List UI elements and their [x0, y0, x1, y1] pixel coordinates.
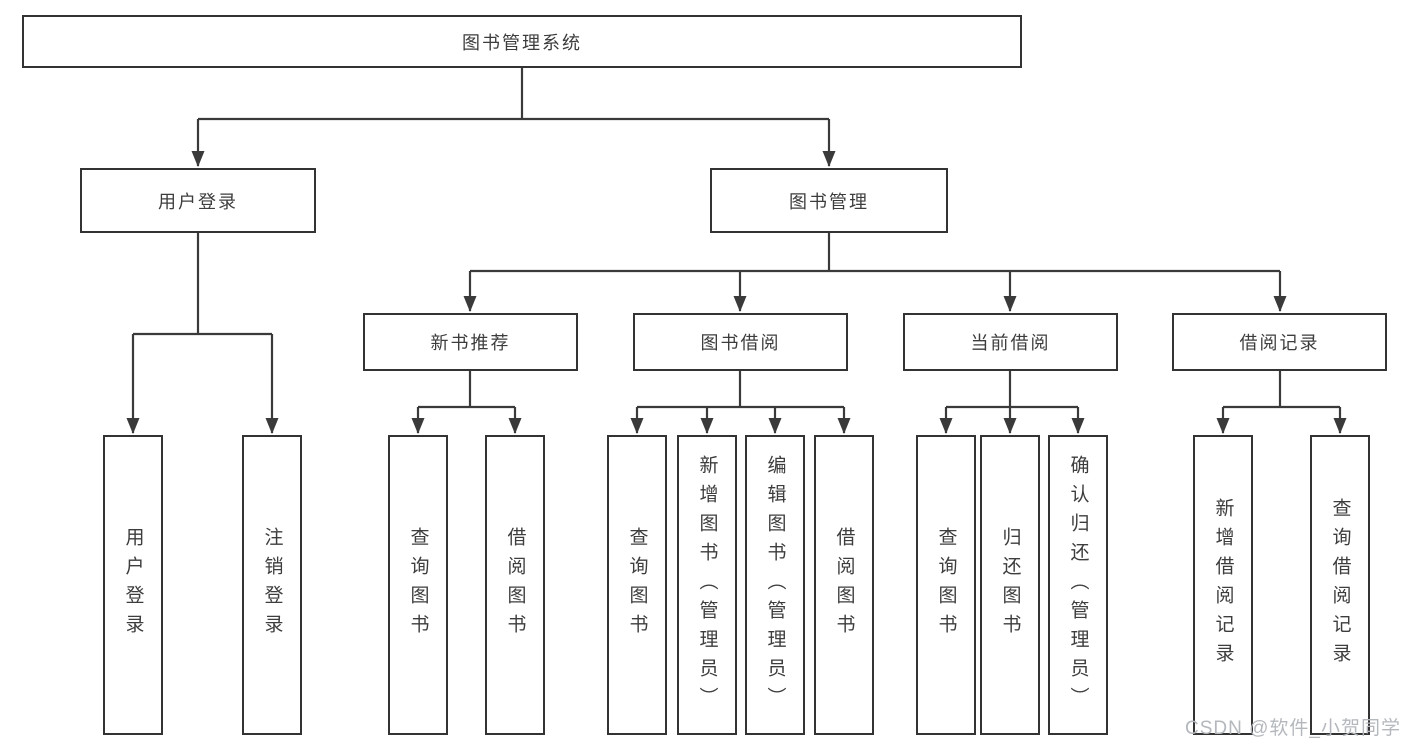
leaf-return-books: 归还图书: [980, 435, 1040, 735]
node-book-borrow-label: 图书借阅: [700, 333, 781, 353]
leaf-query-books-borrow-label: 查询图书: [626, 527, 648, 643]
leaf-borrow-books-recommend: 借阅图书: [485, 435, 545, 735]
leaf-return-books-label: 归还图书: [999, 527, 1021, 643]
node-user-login: 用户登录: [80, 168, 316, 233]
leaf-edit-books-admin: 编辑图书（管理员）: [745, 435, 805, 735]
leaf-borrow-books-recommend-label: 借阅图书: [504, 527, 526, 643]
leaf-add-borrow-record: 新增借阅记录: [1193, 435, 1253, 735]
node-root: 图书管理系统: [22, 15, 1022, 68]
node-new-book-recommend-label: 新书推荐: [430, 333, 511, 353]
leaf-user-login: 用户登录: [103, 435, 163, 735]
leaf-confirm-return-admin-label: 确认归还（管理员）: [1067, 454, 1089, 716]
leaf-query-books-current-label: 查询图书: [935, 527, 957, 643]
node-borrow-records: 借阅记录: [1172, 313, 1387, 371]
leaf-user-login-label: 用户登录: [122, 527, 144, 643]
leaf-borrow-books-label: 借阅图书: [833, 527, 855, 643]
leaf-logout-label: 注销登录: [261, 527, 283, 643]
leaf-query-borrow-record: 查询借阅记录: [1310, 435, 1370, 735]
leaf-add-borrow-record-label: 新增借阅记录: [1212, 498, 1234, 672]
watermark: CSDN @软件_小贺同学: [1185, 718, 1401, 739]
leaf-confirm-return-admin: 确认归还（管理员）: [1048, 435, 1108, 735]
node-root-label: 图书管理系统: [462, 32, 582, 53]
node-book-management-label: 图书管理: [789, 191, 869, 212]
leaf-edit-books-admin-label: 编辑图书（管理员）: [764, 454, 786, 716]
leaf-query-books-recommend-label: 查询图书: [407, 527, 429, 643]
node-book-management: 图书管理: [710, 168, 948, 233]
node-borrow-records-label: 借阅记录: [1239, 333, 1320, 353]
node-new-book-recommend: 新书推荐: [363, 313, 578, 371]
leaf-query-borrow-record-label: 查询借阅记录: [1329, 498, 1351, 672]
node-book-borrow: 图书借阅: [633, 313, 848, 371]
node-current-borrow: 当前借阅: [903, 313, 1118, 371]
node-current-borrow-label: 当前借阅: [970, 333, 1051, 353]
leaf-query-books-recommend: 查询图书: [388, 435, 448, 735]
leaf-query-books-current: 查询图书: [916, 435, 976, 735]
node-user-login-label: 用户登录: [158, 191, 238, 212]
leaf-borrow-books: 借阅图书: [814, 435, 874, 735]
leaf-add-books-admin-label: 新增图书（管理员）: [696, 454, 718, 716]
leaf-add-books-admin: 新增图书（管理员）: [677, 435, 737, 735]
leaf-query-books-borrow: 查询图书: [607, 435, 667, 735]
leaf-logout: 注销登录: [242, 435, 302, 735]
